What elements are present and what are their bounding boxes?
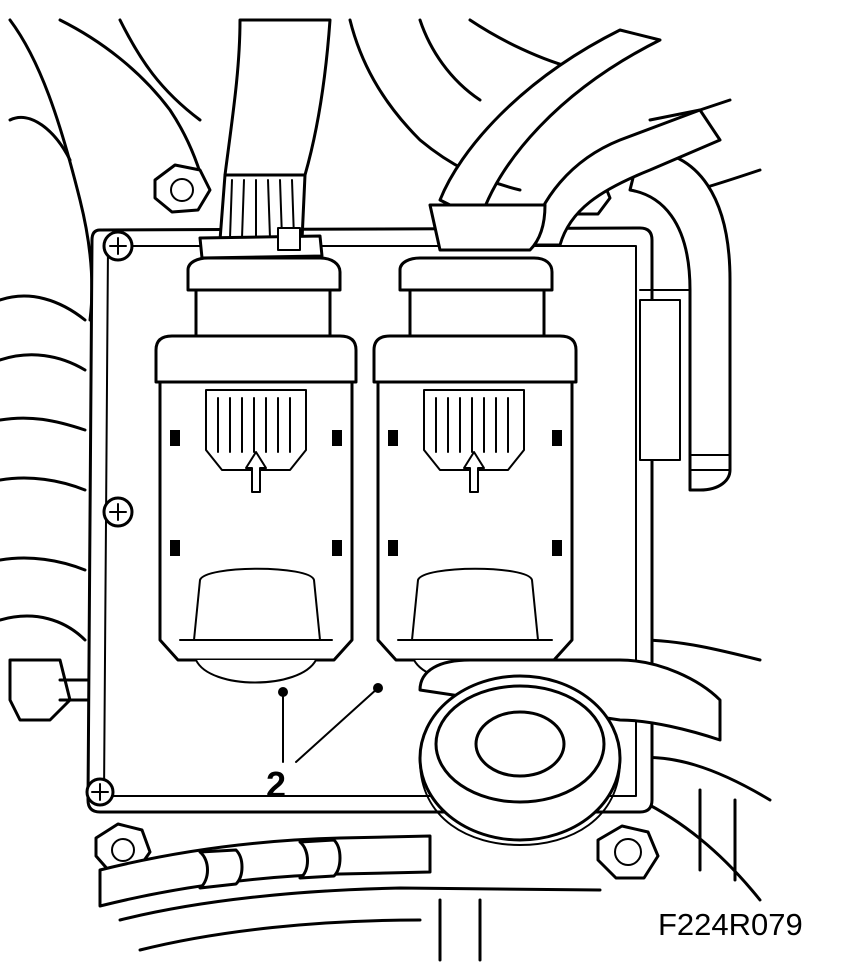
connector-left-latch <box>205 389 307 493</box>
callout-leader-right <box>295 687 379 763</box>
housing-screw-mid-left <box>102 496 134 528</box>
mounting-bolt-bottom-right <box>596 824 660 880</box>
ground-cable-eyelet <box>418 658 722 846</box>
housing-screw-top-left <box>102 230 134 262</box>
lower-cable <box>98 834 602 962</box>
callout-label: 2 <box>266 764 286 805</box>
connector-right-latch <box>423 389 525 493</box>
right-hose <box>628 148 732 492</box>
mounting-bolt-top <box>153 163 212 214</box>
right-wiring-harness <box>428 28 722 252</box>
housing-screw-bottom-left <box>85 777 115 807</box>
figure-reference: F224R079 <box>658 907 803 942</box>
left-wiring-harness <box>198 18 332 260</box>
callout-leaders <box>278 683 383 763</box>
connector-left <box>154 256 358 684</box>
connector-right <box>372 256 578 684</box>
